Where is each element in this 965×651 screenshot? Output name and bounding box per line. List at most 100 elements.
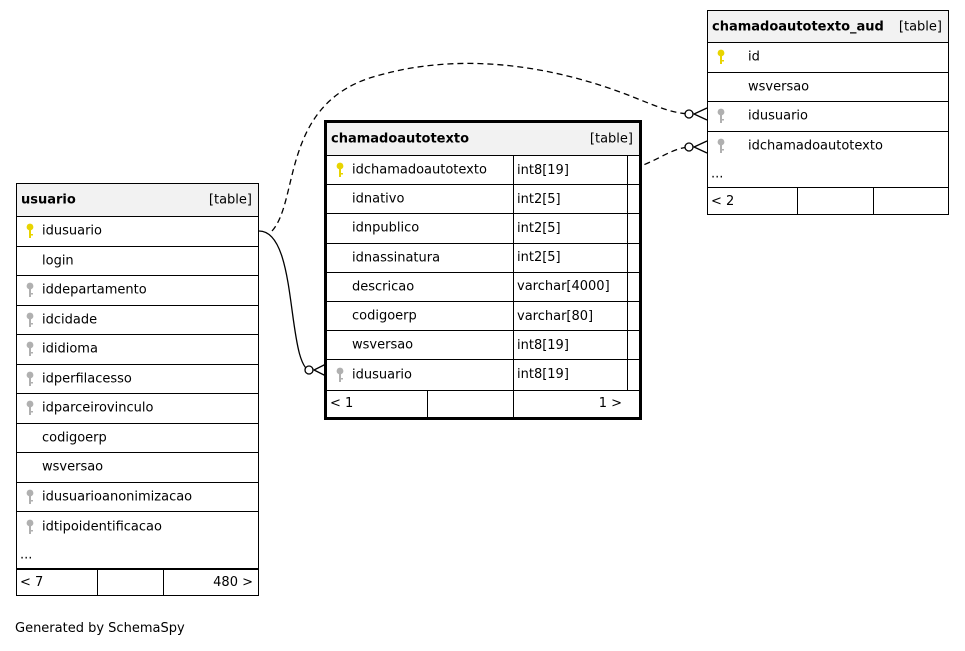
column-name: idchamadoautotexto (748, 138, 883, 154)
table-header[interactable]: chamadoautotexto_aud [table] (708, 11, 948, 43)
column-name: login (42, 253, 74, 269)
row-gutter (627, 301, 640, 331)
column-type: int8[19] (513, 156, 628, 185)
relation-chamadoautotexto-aud (634, 146, 693, 169)
foreign-key-icon (26, 489, 34, 504)
relation-optional-marker (304, 365, 314, 375)
column-name: idusuario (42, 223, 102, 239)
column-row[interactable]: idcidade (17, 306, 258, 335)
table-chamadoautotexto-aud[interactable]: chamadoautotexto_aud [table] id wsversao i… (707, 10, 949, 215)
table-name: chamadoautotexto (331, 131, 470, 147)
column-row[interactable]: codigoerp varchar[80] (327, 301, 640, 332)
footer-middle (797, 188, 874, 214)
row-gutter (627, 360, 640, 390)
column-name: idnassinatura (352, 250, 441, 266)
primary-key-icon (26, 223, 34, 239)
generated-by-text: Generated by SchemaSpy (15, 621, 185, 636)
column-row[interactable]: idchamadoautotexto int8[19] (327, 156, 640, 186)
column-row[interactable]: iddepartamento (17, 276, 258, 306)
column-name: iddepartamento (42, 282, 147, 298)
primary-key-icon (336, 162, 344, 178)
foreign-key-icon (717, 108, 725, 124)
column-name: idusuario (352, 367, 412, 383)
more-indicator: ... (20, 547, 33, 562)
column-row[interactable]: ididioma (17, 335, 258, 365)
table-chamadoautotexto[interactable]: chamadoautotexto [table] idchamadoautote… (324, 120, 642, 420)
column-name: wsversao (42, 459, 104, 475)
table-header[interactable]: chamadoautotexto [table] (327, 123, 639, 156)
column-row[interactable]: idusuario int8[19] (327, 360, 640, 390)
column-row[interactable]: idusuario (708, 102, 948, 132)
column-type: int8[19] (513, 331, 628, 360)
column-row[interactable]: login (17, 247, 258, 276)
column-row[interactable]: descricao varchar[4000] (327, 272, 639, 302)
column-row[interactable]: idchamadoautotexto (708, 132, 948, 162)
column-row[interactable]: wsversao (17, 453, 258, 483)
table-footer: < 1 1 > (327, 389, 639, 417)
parents-count[interactable]: < 7 (20, 574, 44, 590)
column-row[interactable]: idnassinatura int2[5] (327, 243, 640, 273)
children-count (873, 188, 948, 214)
more-columns-row: ... (708, 161, 948, 188)
table-name: usuario (21, 192, 76, 208)
column-row[interactable]: idparceirovinculo (17, 394, 258, 424)
column-row[interactable]: idusuario (17, 217, 258, 247)
relation-usuario-aud (271, 62, 693, 232)
relation-usuario-chamadoautotexto (258, 230, 314, 373)
column-row[interactable]: id (708, 43, 948, 73)
footer-middle (427, 390, 514, 417)
column-type: int2[5] (513, 243, 628, 272)
table-footer: < 2 (708, 188, 948, 214)
column-name: idparceirovinculo (42, 400, 154, 416)
column-name: id (748, 49, 760, 65)
column-type: varchar[80] (513, 301, 628, 331)
table-kind: [table] (208, 192, 252, 208)
column-name: idtipoidentificacao (42, 519, 162, 535)
parents-count[interactable]: < 1 (330, 396, 354, 411)
foreign-key-icon (26, 282, 34, 298)
row-gutter (627, 214, 640, 243)
column-name: idnpublico (352, 220, 420, 236)
row-gutter (627, 243, 640, 272)
column-row[interactable]: idperfilacesso (17, 365, 258, 394)
table-kind: [table] (589, 131, 633, 147)
column-name: codigoerp (352, 308, 417, 324)
table-kind: [table] (898, 19, 942, 34)
foreign-key-icon (26, 341, 34, 357)
column-name: ididioma (42, 341, 98, 357)
column-row[interactable]: idtipoidentificacao (17, 512, 258, 542)
foreign-key-icon (26, 519, 34, 534)
column-type: int8[19] (513, 360, 628, 390)
column-name: idnativo (352, 191, 405, 207)
footer-middle (97, 569, 164, 595)
column-type: varchar[4000] (513, 272, 628, 301)
column-row[interactable]: wsversao (708, 73, 948, 102)
column-name: descricao (352, 279, 415, 295)
table-usuario[interactable]: usuario [table] idusuario login iddepartam… (16, 183, 259, 596)
parents-count[interactable]: < 2 (711, 193, 735, 209)
table-name: chamadoautotexto_aud (712, 19, 884, 34)
foreign-key-icon (26, 312, 34, 327)
column-row[interactable]: idusuarioanonimizacao (17, 483, 258, 512)
column-name: idusuario (748, 108, 808, 124)
column-name: idchamadoautotexto (352, 162, 487, 178)
children-count[interactable]: 1 > (513, 390, 627, 417)
row-gutter (627, 185, 640, 214)
column-name: idusuarioanonimizacao (42, 489, 193, 505)
more-columns-row: ... (17, 542, 258, 569)
more-indicator: ... (711, 166, 724, 182)
column-name: wsversao (748, 79, 810, 95)
foreign-key-icon (26, 400, 34, 416)
children-count[interactable]: 480 > (163, 569, 258, 595)
relation-optional-marker (684, 142, 694, 152)
table-header[interactable]: usuario [table] (17, 184, 258, 217)
column-row[interactable]: codigoerp (17, 424, 258, 453)
relation-crowfoot-marker (692, 107, 708, 121)
foreign-key-icon (26, 371, 34, 386)
primary-key-icon (717, 49, 725, 65)
row-gutter (627, 156, 640, 185)
